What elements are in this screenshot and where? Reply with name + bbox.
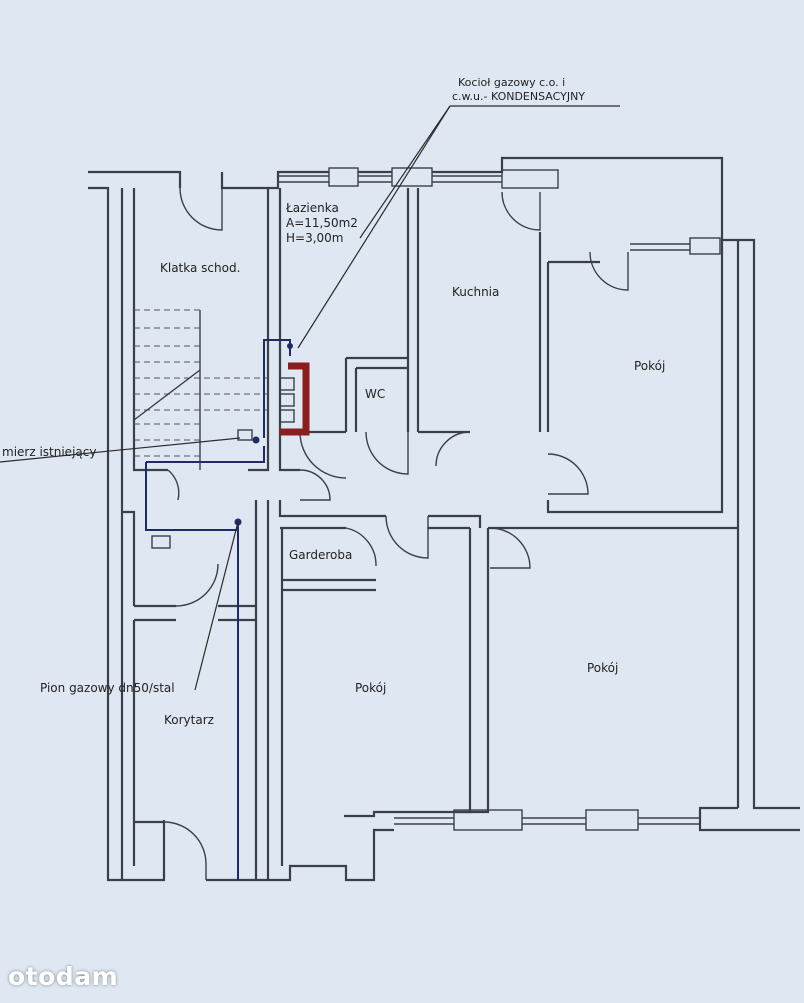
room-label-top-right: Pokój: [634, 359, 665, 373]
stairwell-label: Klatka schod.: [160, 261, 240, 275]
watermark-logo: otodam: [8, 962, 119, 991]
gas-meter-symbol: [237, 429, 253, 441]
boiler-label-line1: Kocioł gazowy c.o. i: [458, 76, 565, 89]
gas-pipe: [145, 339, 293, 880]
bathroom-area: A=11,50m2: [286, 216, 358, 230]
gas-valve-symbol: [151, 535, 171, 549]
walls: [88, 156, 800, 882]
bathroom-label: Łazienka: [285, 201, 339, 215]
boiler-label-line2: c.w.u.- KONDENSACYJNY: [452, 90, 585, 103]
kitchen-label: Kuchnia: [452, 285, 499, 299]
bathroom-height: H=3,00m: [286, 231, 344, 245]
gas-riser-label: Pion gazowy dn50/stal: [40, 681, 175, 695]
meter-label: mierz istniejący: [2, 445, 96, 459]
corridor-label: Korytarz: [164, 713, 214, 727]
room-label-bottom-right: Pokój: [587, 661, 618, 675]
wardrobe-label: Garderoba: [289, 548, 352, 562]
boiler-symbol: [279, 362, 310, 436]
wc-label: WC: [365, 387, 385, 401]
meter-node: [252, 436, 260, 444]
room-label-bottom-middle: Pokój: [355, 681, 386, 695]
leader-lines: [0, 105, 620, 691]
